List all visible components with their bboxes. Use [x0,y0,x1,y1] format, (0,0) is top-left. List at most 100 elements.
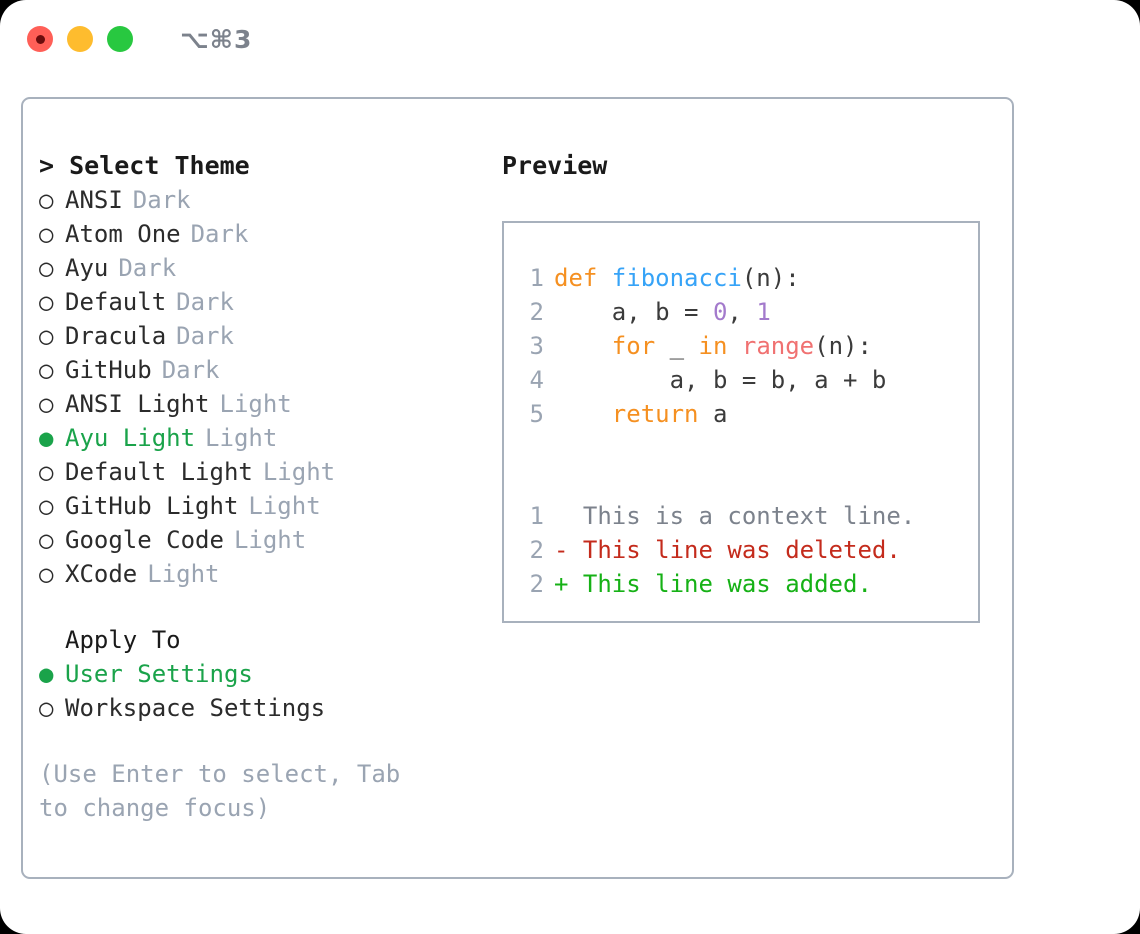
theme-option-label: XCode [65,560,138,588]
code-token: a [698,400,728,428]
line-number: 1 [529,502,544,530]
theme-option-label: Dracula [65,322,167,350]
code-token: _ [655,332,699,360]
code-line: 2 a, b = 0, 1 [518,295,978,329]
theme-option[interactable]: ○ ANSI Dark [39,183,488,217]
diff-line-context: 1 This is a context line. [518,499,978,533]
theme-option-category: Dark [176,322,234,350]
theme-option-label: Ayu Light [65,424,196,452]
code-token: for [611,332,656,360]
theme-option[interactable]: ○ Default Dark [39,285,488,319]
code-token: (n): [741,264,800,292]
spacer [518,431,978,465]
apply-to-option-user-settings[interactable]: ● User Settings [39,657,488,691]
theme-option[interactable]: ○ Dracula Dark [39,319,488,353]
theme-option[interactable]: ○ GitHub Light Light [39,489,488,523]
line-number: 5 [529,400,544,428]
theme-option-label: Default Light [65,458,253,486]
theme-option-label: ANSI [65,186,123,214]
radio-icon: ○ [39,288,54,316]
preview-box: 1 def fibonacci(n): 2 a, b = 0, 1 3 for … [502,221,980,623]
theme-option-label: ANSI Light [65,390,210,418]
radio-icon: ○ [39,560,54,588]
theme-option-label: Google Code [65,526,224,554]
theme-option-category: Light [219,390,292,418]
theme-option-category: Light [147,560,220,588]
zoom-button[interactable] [107,26,133,52]
code-line: 5 return a [518,397,978,431]
diff-text: This line was added. [582,570,872,598]
theme-option-label: Ayu [65,254,109,282]
theme-option[interactable]: ○ ANSI Light Light [39,387,488,421]
theme-option-selected[interactable]: ● Ayu Light Light [39,421,488,455]
theme-option[interactable]: ○ Atom One Dark [39,217,488,251]
close-button[interactable] [27,26,53,52]
line-number: 2 [529,298,544,326]
code-token [554,332,612,360]
radio-icon: ○ [39,526,54,554]
apply-to-option-label: Workspace Settings [65,694,326,722]
code-token: (n): [814,332,872,360]
diff-line-added: 2 + This line was added. [518,567,978,601]
code-token: a, b = b, a + b [554,366,887,394]
code-token: in [698,332,728,360]
theme-option-category: Light [248,492,321,520]
recording-indicator-icon [35,34,45,44]
diff-text: This is a context line. [582,502,916,530]
diff-text: This line was deleted. [582,536,901,564]
theme-option-category: Light [233,526,307,554]
radio-icon: ○ [39,694,54,722]
theme-option-label: GitHub [65,356,152,384]
radio-icon: ○ [39,186,54,214]
spacer [518,465,978,499]
code-token: return [611,400,699,428]
apply-to-option-label: User Settings [65,660,253,688]
code-token [554,400,612,428]
line-number: 2 [529,570,544,598]
code-token: fibonacci [611,264,742,292]
main-card: > Select Theme ○ ANSI Dark ○ Atom One Da… [21,97,1014,879]
theme-option[interactable]: ○ Ayu Dark [39,251,488,285]
diff-line-deleted: 2 - This line was deleted. [518,533,978,567]
radio-icon: ○ [39,356,54,384]
radio-icon: ○ [39,492,54,520]
theme-option[interactable]: ○ GitHub Dark [39,353,488,387]
theme-option[interactable]: ○ Google Code Light [39,523,488,557]
theme-option-list: ○ ANSI Dark ○ Atom One Dark ○ Ayu Dark [39,183,488,591]
theme-option-category: Dark [132,186,191,214]
line-number: 2 [529,536,544,564]
apply-to-option-workspace-settings[interactable]: ○ Workspace Settings [39,691,488,725]
line-number: 4 [529,366,544,394]
theme-option[interactable]: ○ XCode Light [39,557,488,591]
theme-option[interactable]: ○ Default Light Light [39,455,488,489]
theme-option-label: Atom One [65,220,181,248]
code-token: a, b = [554,298,713,326]
theme-option-category: Dark [190,220,249,248]
radio-selected-icon: ● [39,660,54,688]
theme-option-category: Dark [161,356,220,384]
line-number: 1 [529,264,544,292]
apply-to-title: Apply To [65,626,181,654]
keyboard-hint-text: (Use Enter to select, Tab to change focu… [39,760,401,822]
radio-icon: ○ [39,458,54,486]
code-token: 0 [712,298,728,326]
code-token: def [554,264,612,292]
code-line: 3 for _ in range(n): [518,329,978,363]
apply-to-section: Apply To ● User Settings ○ Workspace Set… [39,623,488,725]
theme-selection-panel: > Select Theme ○ ANSI Dark ○ Atom One Da… [23,99,488,877]
theme-option-category: Light [205,424,278,452]
code-token [727,332,741,360]
title-bar: ⌥⌘3 [0,0,1140,78]
theme-option-label: Default [65,288,167,316]
code-token: 1 [756,298,771,326]
radio-icon: ○ [39,322,54,350]
code-token: range [741,332,815,360]
code-token: , [727,298,757,326]
minimize-button[interactable] [67,26,93,52]
preview-panel: Preview 1 def fibonacci(n): 2 a, b = 0, … [488,99,1012,877]
radio-icon: ○ [39,254,54,282]
theme-option-label: GitHub Light [65,492,239,520]
window-controls [27,26,133,52]
theme-option-category: Dark [118,254,177,282]
